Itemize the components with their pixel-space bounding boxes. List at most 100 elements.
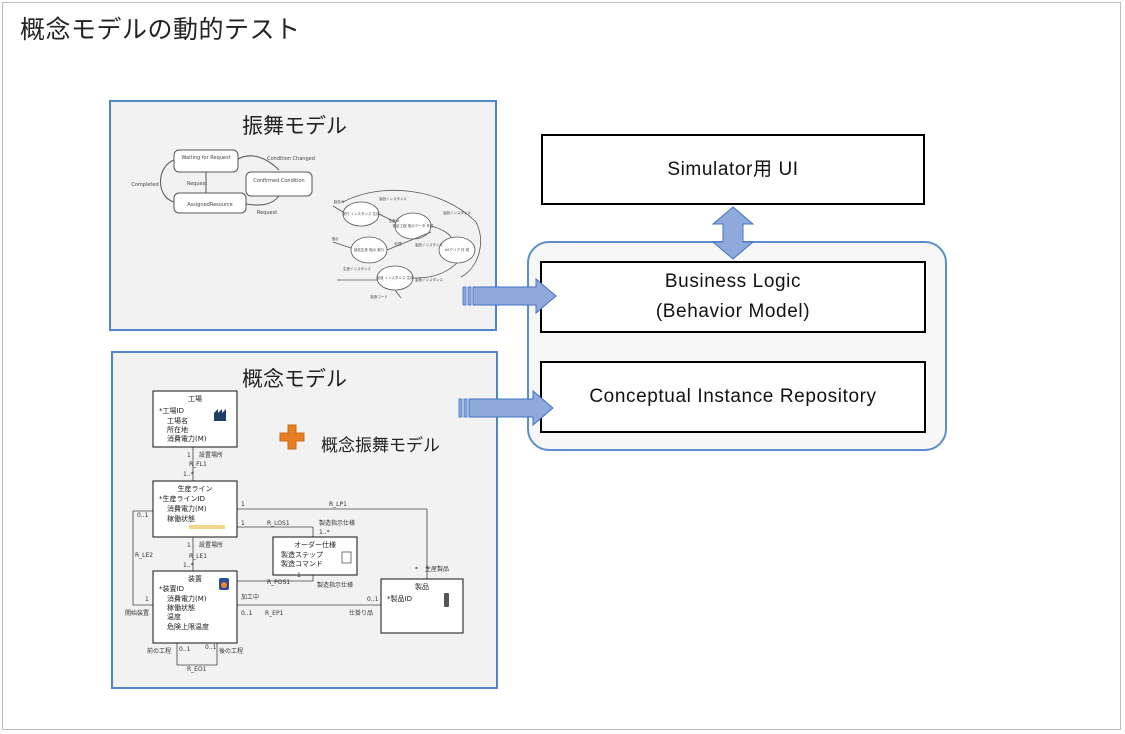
eo1-m1: 0..1 — [179, 646, 191, 653]
le1-role: 設置場所 — [199, 541, 223, 549]
flow-node-3-label: 検証工程 指示データ 作成 — [393, 223, 434, 228]
transition-label-condition: Condition Changed — [267, 156, 315, 162]
le2-m1: 0..1 — [137, 512, 149, 519]
transition-label-completed: Completed — [131, 182, 158, 188]
fl1-m2: 1..* — [183, 471, 194, 478]
behavior-diagram: Waiting for Request Confirmed Condition … — [131, 149, 481, 299]
eo1-next: 後の工程 — [219, 647, 243, 655]
le1-name: R_LE1 — [189, 553, 207, 560]
flow-label-4: 生産インスタンス — [343, 266, 371, 271]
eo1-prev: 前の工程 — [147, 647, 171, 655]
order-title: オーダー仕様 — [294, 540, 336, 549]
flow-label-3: 製品インスタンス — [415, 242, 443, 247]
transition-label-request: Request — [187, 181, 207, 187]
equipment-title: 装置 — [188, 574, 202, 583]
fl1-m1: 1 — [187, 452, 191, 459]
flow-label-5: 製造インスタンス — [415, 277, 443, 282]
repository-box: Conceptual Instance Repository — [540, 361, 926, 433]
product-attr-1: *製品ID — [387, 594, 412, 603]
ep1-m1: 0..1 — [241, 610, 253, 617]
factory-icon — [214, 409, 226, 421]
equipment-attr-4: 温度 — [167, 612, 181, 621]
lp1-m1: 1 — [241, 501, 245, 508]
product-title: 製品 — [415, 582, 429, 591]
state-waiting — [173, 149, 239, 173]
simulator-ui-label: Simulator用 UI — [667, 158, 799, 180]
ep1-b: 仕掛り品 — [349, 609, 373, 617]
product-icon — [444, 593, 449, 607]
relationship-lines — [132, 447, 428, 666]
factory-attr-1: *工場ID — [159, 406, 184, 415]
flow-label-9: 処理 — [395, 241, 403, 246]
le2-m2: 1 — [145, 596, 149, 603]
pos1-name: R_POS1 — [267, 579, 290, 586]
business-logic-box: Business Logic (Behavior Model) — [540, 261, 926, 333]
class-product — [380, 578, 464, 634]
factory-title: 工場 — [188, 394, 202, 403]
transition-condition — [237, 155, 280, 171]
le1-m2: 1..* — [183, 562, 194, 569]
equipment-icon — [219, 578, 229, 590]
eo1-m2: 0..1 — [205, 644, 217, 651]
behavior-panel-title: 振舞モデル — [242, 114, 347, 138]
flow-label-7: 指示 — [332, 236, 340, 241]
flow-label-6: 製造コード — [370, 294, 388, 299]
business-logic-label-2: (Behavior Model) — [655, 301, 811, 322]
business-logic-label-1: Business Logic — [664, 271, 802, 292]
equipment-attr-2: 消費電力(M) — [167, 594, 207, 603]
transition-request-2 — [245, 195, 280, 206]
state-waiting-label-1: Waiting for Request — [181, 155, 230, 161]
ep1-a: 加工中 — [241, 593, 259, 601]
state-confirmed-label: Confirmed Condition — [253, 178, 304, 184]
line-highlight — [189, 525, 225, 529]
line-title: 生産ライン — [178, 484, 213, 493]
state-assigned-label: AssignedResource — [187, 202, 233, 208]
pos1-m1: 1 — [297, 572, 301, 579]
flow-label-8: 生産ID — [389, 218, 400, 223]
plus-icon — [279, 424, 305, 450]
order-icon — [341, 551, 352, 564]
fl1-role: 設置場所 — [199, 451, 223, 459]
repository-label: Conceptual Instance Repository — [589, 386, 877, 407]
lp1-name: R_LP1 — [329, 501, 347, 508]
flow-node-1-label: 受付 インスタンス 生成 — [342, 211, 380, 216]
concept-behavior-model-label: 概念振舞モデル — [321, 436, 440, 456]
flow-label-1: 製品インスタンス — [379, 196, 407, 201]
flow-node-4-label: ASクリア 作 成 — [445, 247, 470, 252]
equipment-attr-3: 稼働状態 — [167, 603, 195, 612]
equipment-attr-5: 危険上限温度 — [167, 622, 209, 631]
concept-model-panel: 概念モデル 概念振舞モデル — [111, 351, 498, 689]
flow-node-2-label: 部品生産 指示 実行 — [354, 247, 385, 252]
factory-attr-2: 工場名 — [167, 416, 188, 425]
fl1-name: R_FL1 — [189, 461, 207, 468]
pos1-role: 製造指示仕様 — [317, 581, 353, 589]
state-confirmed — [245, 171, 313, 197]
flow-label-2: 製品インスタンス — [443, 210, 471, 215]
line-attr-1: *生産ラインID — [159, 494, 205, 503]
flow-label-0: 製品ID — [334, 199, 345, 204]
transition-completed — [160, 159, 175, 203]
los1-role: 製造指示仕様 — [319, 519, 355, 527]
equipment-attr-1: *装置ID — [159, 584, 184, 593]
ep1-m2: 0..1 — [367, 596, 379, 603]
order-attr-1: 製造ステップ — [281, 550, 323, 559]
le1-m1: 1 — [187, 542, 191, 549]
factory-attr-3: 所在地 — [167, 425, 188, 434]
flow-node-5-label: 製造 インスタンス 生成 — [376, 275, 414, 280]
los1-m1: 1 — [241, 520, 245, 527]
factory-attr-4: 消費電力(M) — [167, 434, 207, 443]
transition-label-request2: Request — [257, 210, 277, 216]
concept-panel-title: 概念モデル — [242, 367, 347, 391]
lp1-m2: * — [415, 566, 418, 573]
page-title: 概念モデルの動的テスト — [20, 15, 301, 44]
uml-classes — [152, 390, 464, 644]
los1-m2: 1..* — [319, 529, 330, 536]
class-diagram: 工場 *工場ID 工場名 所在地 消費電力(M) 生産ライン *生産ラインID … — [125, 390, 464, 673]
line-attr-2: 消費電力(M) — [167, 504, 207, 513]
process-flow — [332, 189, 481, 299]
le2-name: R_LE2 — [135, 552, 153, 559]
line-attr-3: 稼働状態 — [167, 514, 195, 523]
behavior-model-panel: 振舞モデル Waiting for Request Confirmed Cond… — [109, 100, 497, 331]
lp1-role: 生産製品 — [425, 565, 449, 573]
le2-role: 開始装置 — [125, 609, 149, 617]
